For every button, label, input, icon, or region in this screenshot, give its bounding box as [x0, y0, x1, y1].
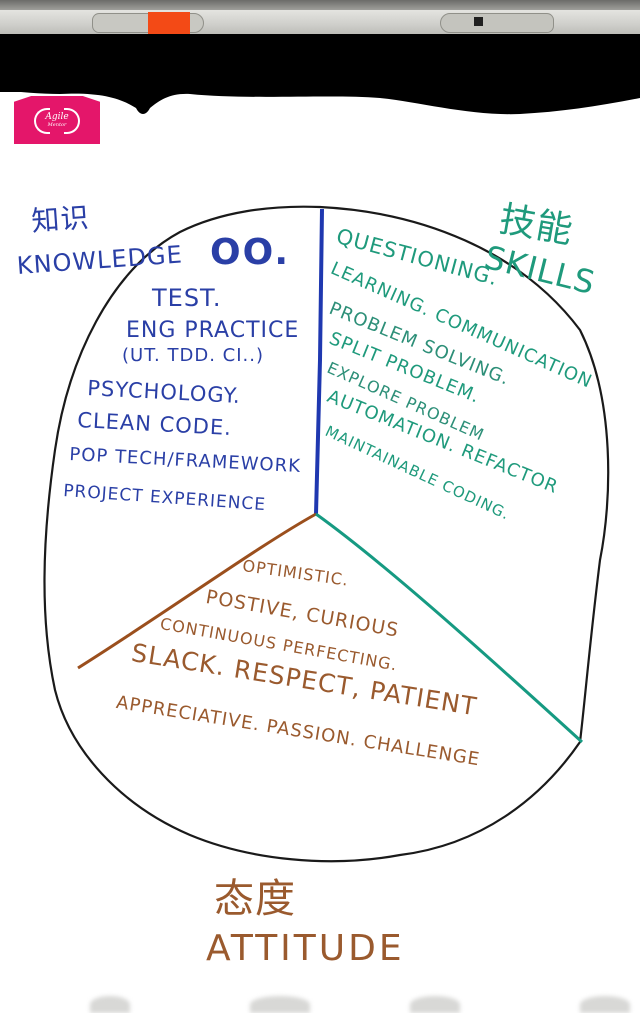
knowledge-item-oo: OO. [210, 232, 291, 273]
bottom-smudge [250, 996, 310, 1013]
divider-skills-attitude [315, 512, 584, 744]
knowledge-item-test: TEST. [152, 284, 222, 312]
divider-knowledge-skills [314, 208, 324, 515]
bottom-smudge [580, 996, 630, 1013]
logo-arc-right-icon [64, 108, 80, 134]
black-band-edge [0, 78, 640, 115]
bottom-smudge [410, 996, 460, 1013]
knowledge-item-ut-tdd-ci: (UT. TDD. CI..) [122, 345, 265, 366]
agile-mentor-logo: Agile Mentor [14, 96, 100, 144]
rail-clip-hole [474, 17, 483, 26]
divider-knowledge-attitude [77, 512, 317, 670]
attitude-title-cn: 态度 [214, 876, 296, 922]
knowledge-item-eng-practice: ENG PRACTICE [126, 318, 300, 343]
orange-magnet [148, 12, 190, 34]
logo-subtitle: Mentor [47, 121, 67, 128]
pie-outline [43, 205, 610, 863]
attitude-title-en: ATTITUDE [206, 928, 405, 969]
whiteboard-frame-top [0, 0, 640, 12]
logo-brand: Agile [45, 111, 69, 122]
logo-arc-left-icon [34, 108, 50, 134]
knowledge-title-cn: 知识 [30, 200, 91, 238]
bottom-smudge [90, 996, 130, 1013]
rail-clip-right [440, 13, 554, 33]
